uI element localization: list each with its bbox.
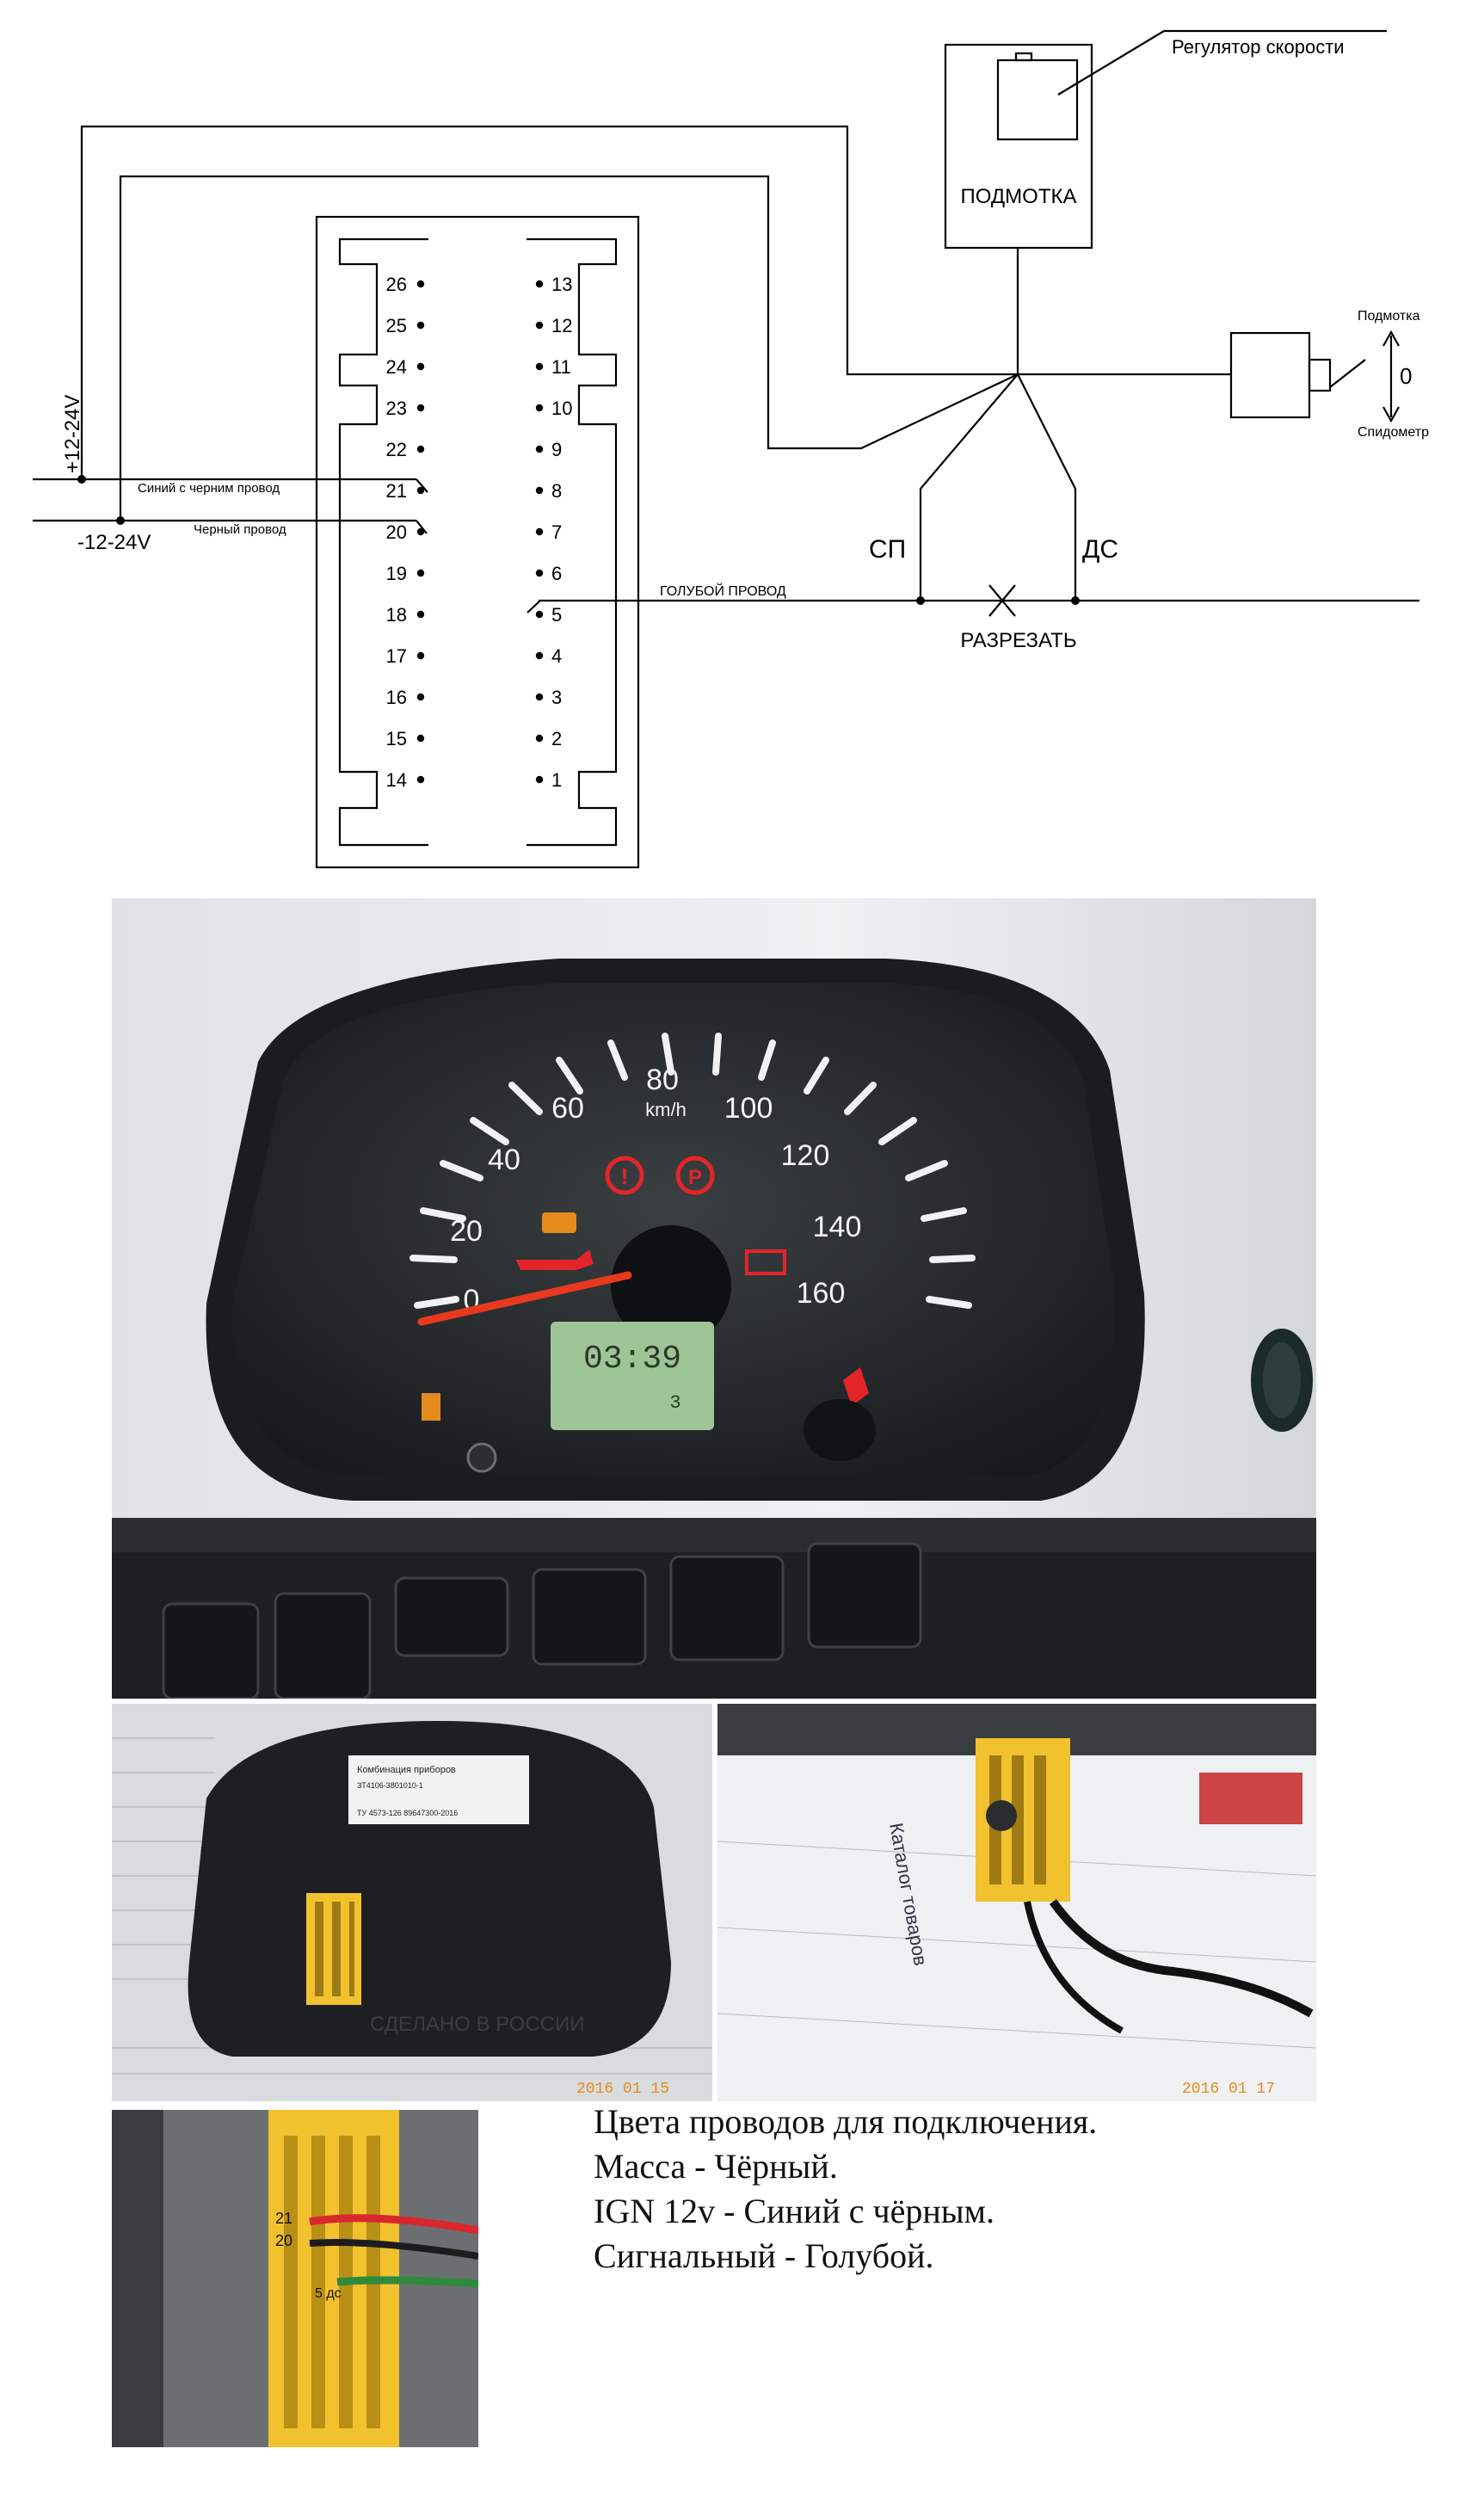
pin-label: 4: [551, 645, 562, 667]
connector-closeup-photo: 21 20 5 дс: [112, 2110, 478, 2447]
notes-title: Цвета проводов для подключения.: [594, 2102, 1098, 2141]
sensor-box: [1229, 331, 1311, 419]
speedometer-small-label: Спидометр: [1358, 425, 1429, 440]
pin-label: 23: [386, 398, 407, 419]
pin-label: 13: [551, 274, 572, 295]
pin-label: 11: [551, 356, 571, 378]
speed-tick-label: 80: [646, 1064, 679, 1096]
pin-label: 10: [551, 398, 572, 419]
black-wire: [309, 2239, 478, 2260]
notes-ignition: IGN 12v - Синий с чёрным.: [594, 2192, 994, 2230]
winding-box-label: ПОДМОТКА: [961, 185, 1077, 208]
oil-pressure-icon: [516, 1249, 594, 1270]
pin-label: 24: [386, 356, 407, 378]
connector-inner-right: [526, 237, 618, 847]
product-label: [348, 1755, 529, 1824]
speed-unit-label: km/h: [645, 1099, 687, 1120]
cluster-back-photo: Комбинация приборов ЗТ4106-3801010-1 ТУ …: [112, 1704, 712, 2101]
product-label-code: ЗТ4106-3801010-1: [357, 1781, 423, 1790]
speed-tick-label: 140: [813, 1211, 862, 1243]
closeup-pin5-label: 5 дс: [315, 2286, 342, 2301]
connector-photo: Каталог товаров 2016 01 17: [717, 1704, 1316, 2101]
parking-brake-icon: [675, 1156, 715, 1195]
speed-tick-label: 40: [488, 1144, 520, 1176]
connector-outline: [315, 215, 640, 869]
pin-label: 17: [386, 645, 407, 667]
pin-label: 5: [551, 604, 562, 626]
brake-warning-icon: [605, 1156, 644, 1195]
check-engine-icon: [542, 1212, 576, 1233]
speed-regulator-box: [996, 59, 1079, 141]
seatbelt-icon: [843, 1367, 869, 1406]
wire-light-blue-label: ГОЛУБОЙ ПРОВОД: [660, 583, 786, 599]
battery-icon: [745, 1249, 786, 1275]
red-wire: [309, 2214, 478, 2235]
lcd-odometer: 3: [669, 1392, 680, 1414]
pin-label: 12: [551, 315, 572, 336]
product-label-spec: ТУ 4573-126 89647300-2016: [357, 1809, 458, 1817]
fuel-icon: [422, 1393, 440, 1421]
svg-text:!: !: [621, 1163, 629, 1189]
pin-label: 3: [551, 687, 562, 708]
wire-color-notes: Цвета проводов для подключения. Масса - …: [594, 2100, 1454, 2279]
wire-blue-black-label: Синий с черним провод: [138, 481, 280, 496]
pin-label: 26: [386, 274, 407, 295]
wire-black-label: Черный провод: [194, 522, 286, 537]
pin-label: 25: [386, 315, 407, 336]
pin-label: 21: [386, 480, 407, 502]
pin-label: 1: [551, 769, 562, 791]
speed-tick-label: 120: [781, 1139, 830, 1172]
wiring-diagram: 26 25 24 23 22 21 20 19 18 17 16 15 14 1…: [33, 29, 1429, 869]
dashboard-photo: 0 20 40 60 80 100 120 140 160 km/h ! P: [112, 898, 1316, 1699]
closeup-pin20-label: 20: [275, 2232, 292, 2249]
pin-label: 8: [551, 480, 562, 502]
made-in-russia-text: СДЕЛАНО В РОССИИ: [370, 2013, 584, 2036]
sp-label: СП: [869, 535, 906, 564]
speed-tick-label: 100: [724, 1092, 773, 1125]
svg-text:P: P: [688, 1166, 702, 1189]
speed-regulator-label: Регулятор скорости: [1172, 36, 1345, 58]
pin-label: 2: [551, 728, 562, 749]
lcd-display: [551, 1322, 714, 1430]
pin-label: 22: [386, 439, 407, 460]
green-wire: [336, 2276, 478, 2288]
cut-label: РАЗРЕЗАТЬ: [960, 629, 1076, 652]
speed-tick-label: 20: [450, 1215, 483, 1248]
pin-label: 9: [551, 439, 562, 460]
pin-label: 14: [386, 769, 407, 791]
pin-label: 15: [386, 728, 407, 749]
notes-ground: Масса - Чёрный.: [594, 2147, 838, 2186]
lcd-time: 03:39: [583, 1341, 681, 1378]
product-label-title: Комбинация приборов: [357, 1765, 456, 1775]
ds-label: ДС: [1082, 535, 1118, 564]
supply-positive-label: +12-24V: [61, 395, 84, 473]
switch-row: [162, 1542, 922, 1699]
connector-inner-left: [338, 237, 428, 847]
switch-zero-label: 0: [1400, 363, 1412, 389]
closeup-pin21-label: 21: [275, 2210, 292, 2227]
winding-box: [944, 43, 1093, 250]
pin-label: 18: [386, 604, 407, 626]
pin-label: 6: [551, 563, 562, 584]
warning-lamps: ! P: [422, 1156, 869, 1421]
supply-negative-label: -12-24V: [77, 531, 151, 554]
gauge-ticks: [409, 1033, 976, 1309]
speed-tick-label: 160: [797, 1277, 846, 1310]
pin-label: 19: [386, 563, 407, 584]
winding-small-label: Подмотка: [1358, 309, 1420, 324]
pin-label: 16: [386, 687, 407, 708]
speed-tick-label: 60: [551, 1092, 584, 1125]
adjust-knob: [804, 1399, 876, 1461]
photo-date-stamp: 2016 01 15: [576, 2081, 669, 2098]
notes-signal: Сигнальный - Голубой.: [594, 2236, 934, 2275]
pin-label: 7: [551, 521, 562, 543]
reset-knob: [466, 1442, 497, 1473]
pin-label: 20: [386, 521, 407, 543]
speed-needle: [417, 1271, 632, 1326]
photo-date-stamp: 2016 01 17: [1182, 2081, 1275, 2098]
